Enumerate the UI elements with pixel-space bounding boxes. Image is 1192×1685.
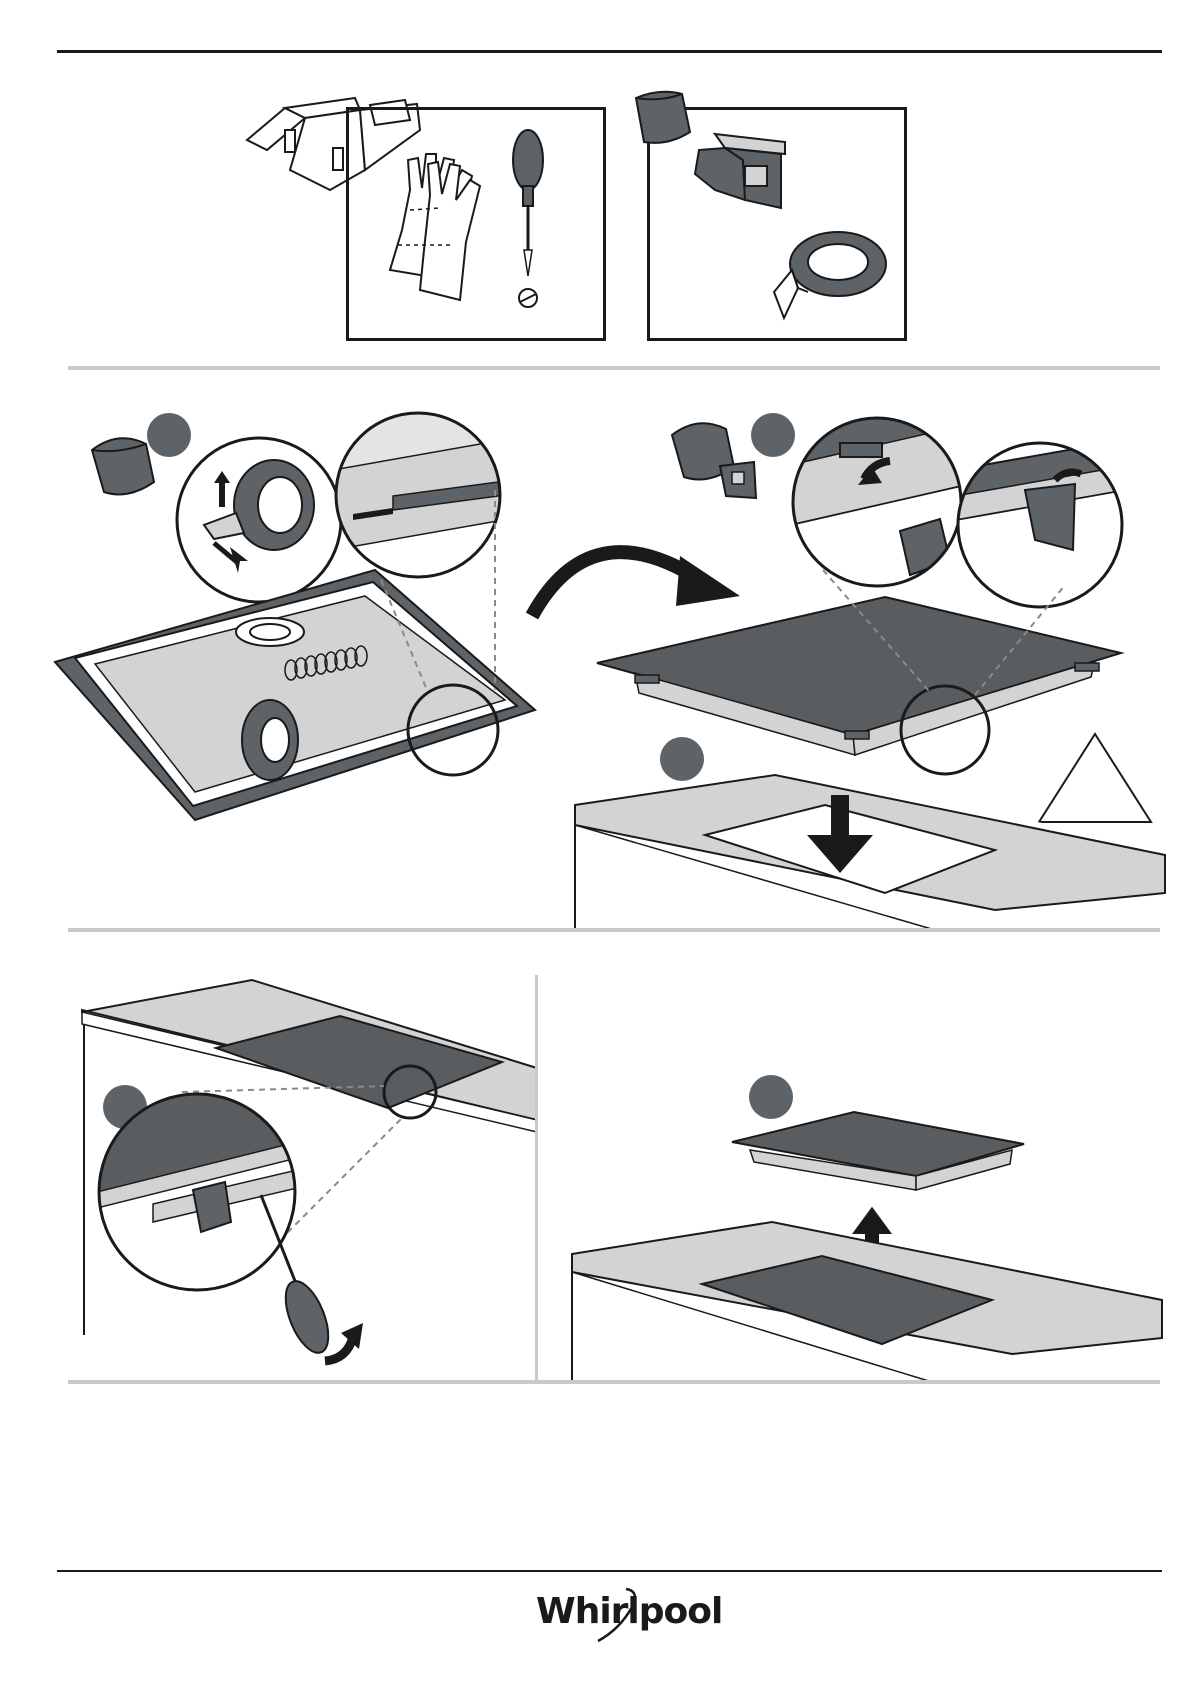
lifted-hob-illustration: [730, 1110, 1030, 1210]
top-rule: [57, 50, 1162, 53]
gloves-icon: [380, 150, 490, 315]
edge-detail-magnifier: [333, 410, 503, 580]
clip-detail-magnifier: [955, 440, 1125, 610]
mounting-clip-icon: [685, 130, 795, 215]
step-badge-2: [751, 413, 795, 457]
logo-swoosh-icon: [582, 1585, 642, 1645]
clip-detail-magnifier: [790, 415, 965, 590]
screwdriver-icon: [508, 130, 548, 310]
section-divider-3: [68, 1380, 1160, 1384]
mounting-clip-icon: [716, 458, 762, 502]
whirlpool-logo: Whirlpool: [536, 1585, 686, 1645]
section-divider-1: [68, 366, 1160, 370]
removal-panel-divider: [535, 975, 538, 1380]
screwdriver-icon: [255, 1195, 365, 1375]
hob-underside-illustration: [55, 580, 555, 830]
countertop-cutout-illustration: [572, 1222, 1162, 1382]
countertop-cutout-illustration: [575, 775, 1165, 930]
footer-rule: [57, 1570, 1162, 1572]
section-divider-2: [68, 928, 1160, 932]
sealing-tape-icon: [768, 222, 888, 322]
accessory-bag-icon: [632, 88, 692, 148]
